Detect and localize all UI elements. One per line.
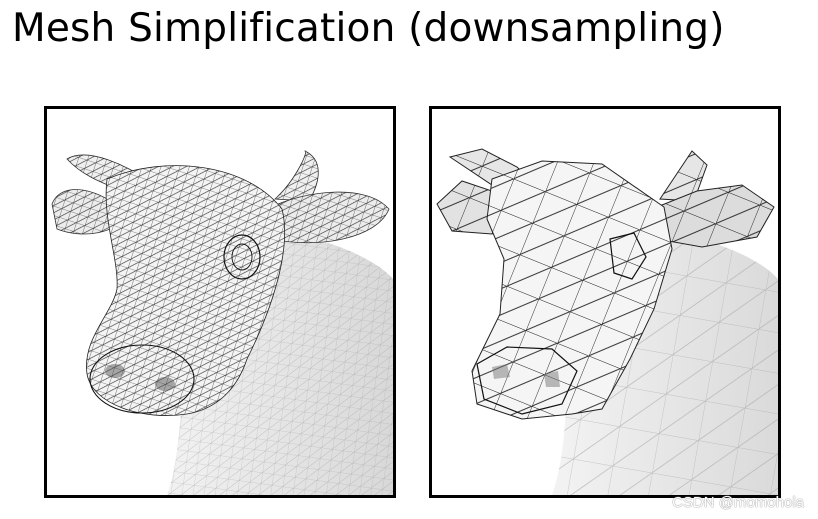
coarse-mesh-panel [429, 106, 781, 498]
page-title: Mesh Simplification (downsampling) [12, 6, 725, 51]
dense-mesh-panel [44, 106, 396, 498]
cow-dense-mesh-icon [51, 150, 393, 495]
watermark: CSDN @momohola [672, 494, 804, 511]
cow-coarse-mesh-icon [436, 148, 778, 495]
